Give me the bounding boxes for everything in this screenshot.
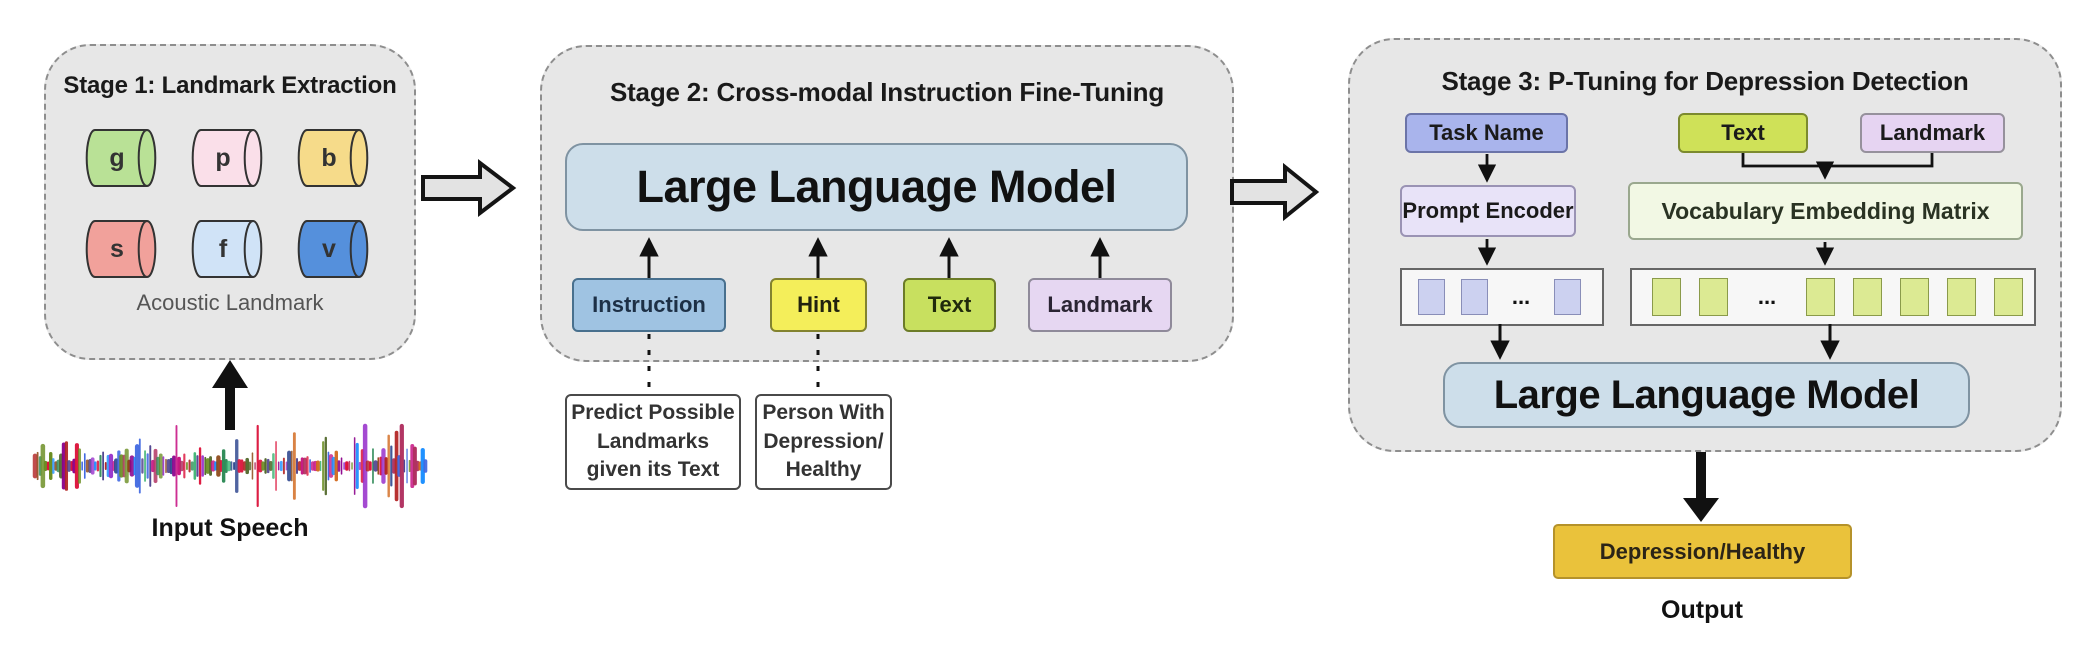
token-square (1699, 278, 1728, 316)
landmark-letter: p (215, 143, 231, 172)
cylinder-shape-icon (85, 220, 157, 278)
callout-line: Person With (762, 401, 885, 425)
token-square (1418, 279, 1445, 315)
person-depression-callout: Person With Depression/ Healthy (755, 394, 892, 490)
vocab-embedding-matrix-box: Vocabulary Embedding Matrix (1628, 182, 2023, 240)
embedding-token-row: ... (1630, 268, 2036, 326)
landmark-letter: f (218, 234, 228, 263)
acoustic-landmark-s: s (85, 219, 157, 284)
token-square (1900, 278, 1929, 316)
acoustic-landmark-b: b (297, 128, 369, 193)
cylinder-shape-icon (297, 220, 369, 278)
ellipsis-dots: ... (1757, 284, 1777, 309)
token-square (1806, 278, 1835, 316)
acoustic-landmark-f: f (191, 219, 263, 284)
prompt-token-row: ... (1400, 268, 1604, 326)
landmark-letter: s (110, 234, 124, 263)
landmark-letter: v (322, 234, 336, 263)
callout-line: given its Text (586, 458, 720, 482)
ellipsis-dots: ... (1511, 284, 1531, 309)
cylinder-shape-icon (297, 129, 369, 187)
token-square (1994, 278, 2023, 316)
stage1-title: Stage 1: Landmark Extraction (63, 72, 397, 99)
acoustic-landmark-g: g (85, 128, 157, 193)
instruction-box: Instruction (572, 278, 726, 332)
token-square (1554, 279, 1581, 315)
token-square (1853, 278, 1882, 316)
landmark-box-stage3: Landmark (1860, 113, 2005, 153)
acoustic-landmark-caption: Acoustic Landmark (136, 290, 324, 315)
callout-line: Healthy (785, 458, 862, 482)
stage1-to-stage2-arrow-icon (421, 158, 517, 218)
callout-line: Predict Possible (571, 401, 735, 425)
acoustic-landmark-p: p (191, 128, 263, 193)
text-box: Text (903, 278, 996, 332)
stage1-container: Stage 1: Landmark Extraction Acoustic La… (44, 44, 416, 360)
cylinder-shape-icon (191, 220, 263, 278)
stage2-to-stage3-arrow-icon (1230, 162, 1320, 222)
landmark-letter: g (109, 143, 125, 172)
task-name-box: Task Name (1405, 113, 1568, 153)
stage2-llm-box: Large Language Model (565, 143, 1188, 231)
stage3-title: Stage 3: P-Tuning for Depression Detecti… (1441, 66, 1969, 96)
callout-line: Landmarks (596, 429, 710, 453)
text-box-stage3: Text (1678, 113, 1808, 153)
input-speech-label: Input Speech (151, 514, 309, 542)
up-arrow-icon (212, 360, 248, 430)
stage2-title: Stage 2: Cross-modal Instruction Fine-Tu… (609, 77, 1165, 107)
predict-landmarks-callout: Predict Possible Landmarks given its Tex… (565, 394, 741, 490)
callout-line: Depression/ (763, 429, 884, 453)
stage3-llm-box: Large Language Model (1443, 362, 1970, 428)
cylinder-shape-icon (191, 129, 263, 187)
acoustic-landmark-v: v (297, 219, 369, 284)
output-label: Output (1661, 596, 1743, 624)
hint-box: Hint (770, 278, 867, 332)
depression-healthy-output-box: Depression/Healthy (1553, 524, 1852, 579)
prompt-encoder-box: Prompt Encoder (1400, 185, 1576, 237)
down-arrow-icon (1683, 452, 1719, 522)
landmark-box-stage2: Landmark (1028, 278, 1172, 332)
token-square (1461, 279, 1488, 315)
token-square (1947, 278, 1976, 316)
landmark-letter: b (321, 143, 337, 172)
token-square (1652, 278, 1681, 316)
cylinder-shape-icon (85, 129, 157, 187)
